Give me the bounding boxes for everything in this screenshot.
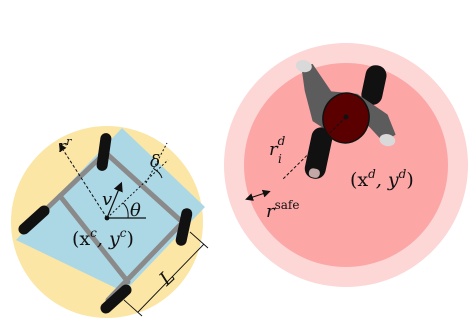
human-leg-back <box>304 127 333 179</box>
steer-angle-arc <box>153 168 163 179</box>
wheel-rear-right <box>96 133 112 171</box>
wheel-rear-left <box>18 205 50 235</box>
human-back-foot <box>308 168 320 178</box>
human-hand-right <box>379 133 396 147</box>
human-hand-left <box>295 60 312 73</box>
heading-angle-arc <box>122 202 129 219</box>
robot-radius-arrow <box>58 143 108 219</box>
robot-center-point <box>104 215 110 221</box>
heading-angle-label: θ <box>130 200 141 221</box>
wheel-front-left <box>100 284 132 314</box>
wheel-front-right <box>175 208 193 246</box>
human-leg-front <box>361 65 387 105</box>
rear-axle <box>37 150 108 218</box>
steer-direction-line <box>145 142 168 184</box>
personal-radius-label: rd <box>269 134 286 160</box>
velocity-arrow <box>106 181 123 219</box>
length-dimension-line <box>137 243 205 313</box>
safety-margin-arrow <box>245 189 271 201</box>
robot-wheels <box>18 133 193 314</box>
front-axle <box>105 222 183 303</box>
length-tick-near <box>123 299 143 317</box>
human-figure <box>295 60 396 179</box>
steer-angle-label: δ <box>150 152 160 172</box>
robot-center-label: (xc, yc) <box>72 226 134 250</box>
robot-axles <box>37 150 183 303</box>
length-tick-far <box>189 231 209 249</box>
personal-zone-inner <box>244 63 448 267</box>
velocity-label: v <box>102 189 112 210</box>
personal-radius-sub: i <box>278 152 282 166</box>
robot-radius-label: rr <box>58 135 72 157</box>
human-center-label: (xd, yd) <box>350 167 414 191</box>
human: rd i (xd, yd) rsafe <box>224 43 468 287</box>
left-rail <box>57 193 131 285</box>
right-rail <box>104 151 183 223</box>
robot: rr v δ θ (xc, yc) L <box>11 126 209 318</box>
safety-radius-label: rsafe <box>266 198 299 222</box>
length-dimension <box>123 231 209 317</box>
